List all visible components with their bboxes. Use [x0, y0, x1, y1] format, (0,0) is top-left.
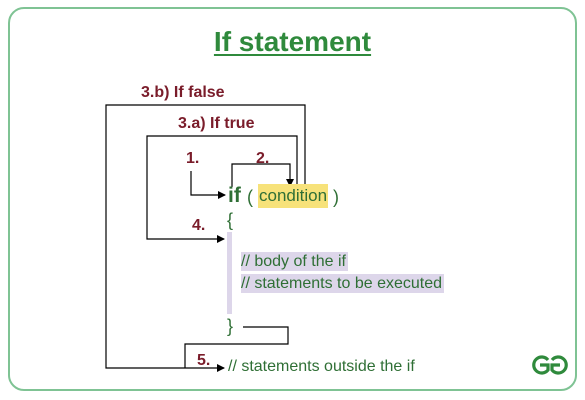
label-if-false: 3.b) If false [141, 84, 225, 101]
body-comment-2: // statements to be executed [241, 274, 445, 293]
body-comment-1: // body of the if [241, 252, 348, 271]
if-keyword: if [228, 184, 241, 207]
exit-arrow [184, 326, 289, 368]
if-true-path [146, 135, 298, 243]
label-step-2: 2. [256, 150, 270, 167]
open-paren: ( [247, 187, 253, 207]
body-block-bar [227, 232, 232, 314]
condition-highlight: condition [258, 184, 329, 208]
close-paren: ) [333, 187, 339, 207]
label-step-4: 4. [192, 217, 206, 234]
geeksforgeeks-logo-icon [532, 355, 568, 375]
step2-arrow [231, 163, 294, 187]
step1-arrow [190, 171, 226, 199]
page-title: If statement [213, 26, 372, 57]
label-step-1: 1. [186, 150, 200, 167]
open-brace: { [227, 210, 234, 230]
outside-statement: // statements outside the if [228, 358, 415, 375]
label-if-true: 3.a) If true [178, 115, 255, 132]
label-step-5: 5. [197, 352, 211, 369]
if-false-path [105, 104, 306, 372]
close-brace: } [227, 316, 234, 336]
